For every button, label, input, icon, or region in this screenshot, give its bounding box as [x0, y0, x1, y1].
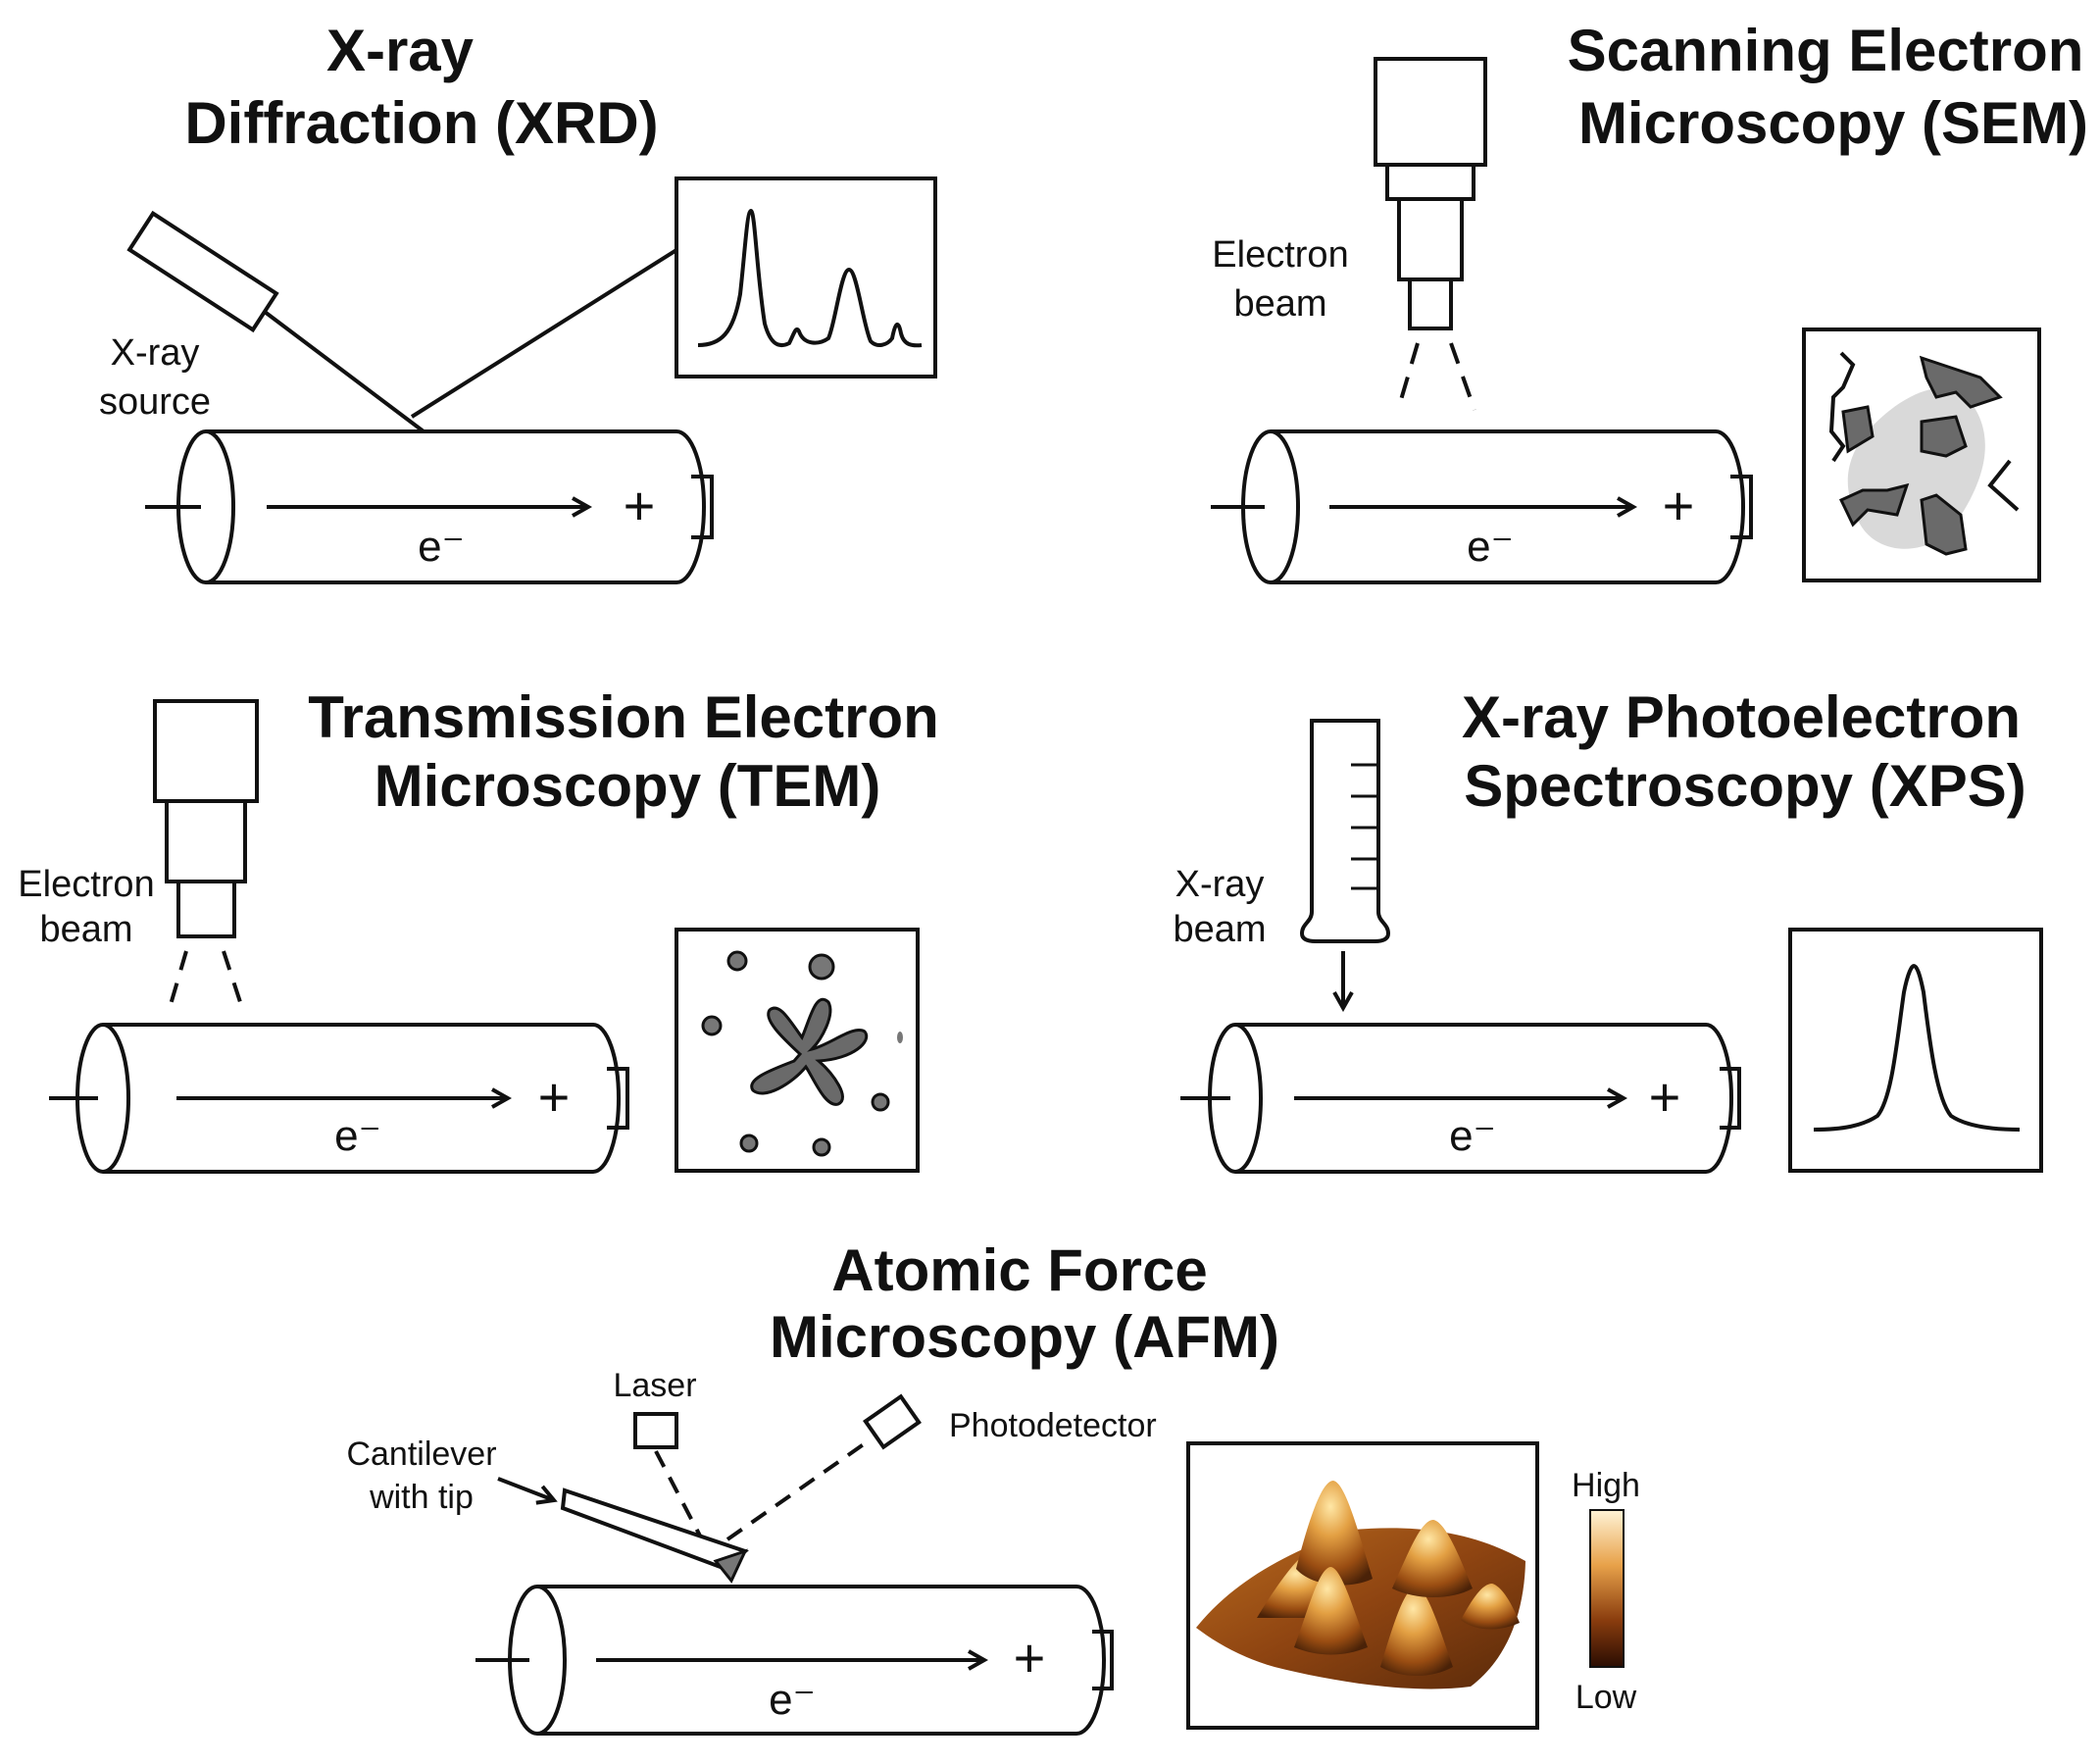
afm-laser-label: Laser [613, 1367, 696, 1404]
afm-reflected-beam [725, 1437, 873, 1541]
sem-beam-label-line1: Electron [1212, 234, 1348, 276]
tem-battery: + e⁻ [49, 1023, 629, 1174]
sem-beam-left [1396, 342, 1420, 411]
afm-panel: Atomic Force Microscopy (AFM) Laser Phot… [346, 1237, 1640, 1736]
sem-title-line2: Microscopy (SEM) [1578, 90, 2088, 156]
afm-cantilever-pointer [497, 1477, 554, 1500]
afm-cantilever-label-line2: with tip [369, 1479, 474, 1516]
afm-photodetector-label: Photodetector [949, 1407, 1157, 1444]
xrd-electron-label: e⁻ [418, 523, 465, 571]
afm-battery: + e⁻ [475, 1585, 1114, 1736]
sem-beam-label-line2: beam [1233, 283, 1326, 325]
afm-photodetector-icon [863, 1393, 922, 1450]
tem-beam-label-line1: Electron [18, 864, 154, 905]
xrd-source-label-line2: source [99, 381, 211, 423]
tem-electron-label: e⁻ [334, 1112, 381, 1160]
afm-scale-low-label: Low [1575, 1679, 1637, 1716]
sem-plus-sign: + [1663, 475, 1695, 536]
tem-beam-label-line2: beam [39, 909, 132, 950]
afm-topography-image [1186, 1441, 1539, 1730]
tem-plus-sign: + [538, 1066, 571, 1128]
xps-spectrum-plot [1788, 928, 2043, 1173]
tem-beam-left [168, 950, 188, 1009]
xps-beam-label-line2: beam [1173, 909, 1266, 950]
tem-image [675, 928, 920, 1173]
xrd-source-label-line1: X-ray [111, 332, 200, 374]
xps-title-line1: X-ray Photoelectron [1462, 684, 2021, 750]
xrd-panel: X-ray Diffraction (XRD) X-ray source + e… [99, 18, 937, 584]
afm-cantilever-icon [560, 1487, 749, 1584]
tem-beam-right [222, 950, 244, 1009]
sem-electron-label: e⁻ [1467, 523, 1514, 571]
xps-title-line2: Spectroscopy (XPS) [1464, 753, 2026, 819]
sem-electron-gun-icon [1374, 57, 1487, 330]
xrd-title-line2: Diffraction (XRD) [184, 90, 658, 156]
sem-battery: + e⁻ [1211, 429, 1753, 584]
tem-electron-gun-icon [153, 699, 259, 938]
xrd-plus-sign: + [624, 475, 656, 536]
tem-title-line2: Microscopy (TEM) [375, 753, 881, 819]
xrd-diffracted-beam [410, 248, 678, 419]
xrd-diffraction-pattern-plot [675, 176, 937, 378]
tem-title-line1: Transmission Electron [308, 684, 939, 750]
xps-plus-sign: + [1649, 1066, 1681, 1128]
xrd-incident-beam [263, 310, 425, 433]
xps-electron-label: e⁻ [1449, 1112, 1496, 1160]
xrd-title-line1: X-ray [326, 18, 475, 83]
sem-beam-right [1449, 342, 1476, 411]
xps-panel: X-ray Photoelectron Spectroscopy (XPS) X… [1173, 684, 2043, 1174]
xps-beam-label-line1: X-ray [1175, 864, 1265, 905]
sem-surface-image [1802, 328, 2041, 582]
afm-title-line1: Atomic Force [831, 1237, 1207, 1303]
afm-laser-beam [654, 1450, 704, 1540]
afm-cantilever-label-line1: Cantilever [346, 1436, 496, 1473]
sem-title-line1: Scanning Electron [1568, 18, 2084, 83]
afm-height-scale-bar: High Low [1572, 1467, 1640, 1716]
afm-plus-sign: + [1014, 1627, 1046, 1688]
xps-xray-source-icon [1299, 719, 1391, 943]
afm-electron-label: e⁻ [769, 1676, 816, 1724]
tem-panel: Transmission Electron Microscopy (TEM) E… [18, 684, 939, 1174]
xrd-xray-source-icon [126, 210, 279, 333]
xrd-battery: + e⁻ [145, 429, 714, 584]
sem-panel: Scanning Electron Microscopy (SEM) Elect… [1211, 18, 2088, 584]
afm-scale-high-label: High [1572, 1467, 1640, 1504]
afm-title-line2: Microscopy (AFM) [770, 1304, 1279, 1370]
xps-battery: + e⁻ [1180, 1023, 1741, 1174]
afm-laser-icon [633, 1412, 678, 1449]
